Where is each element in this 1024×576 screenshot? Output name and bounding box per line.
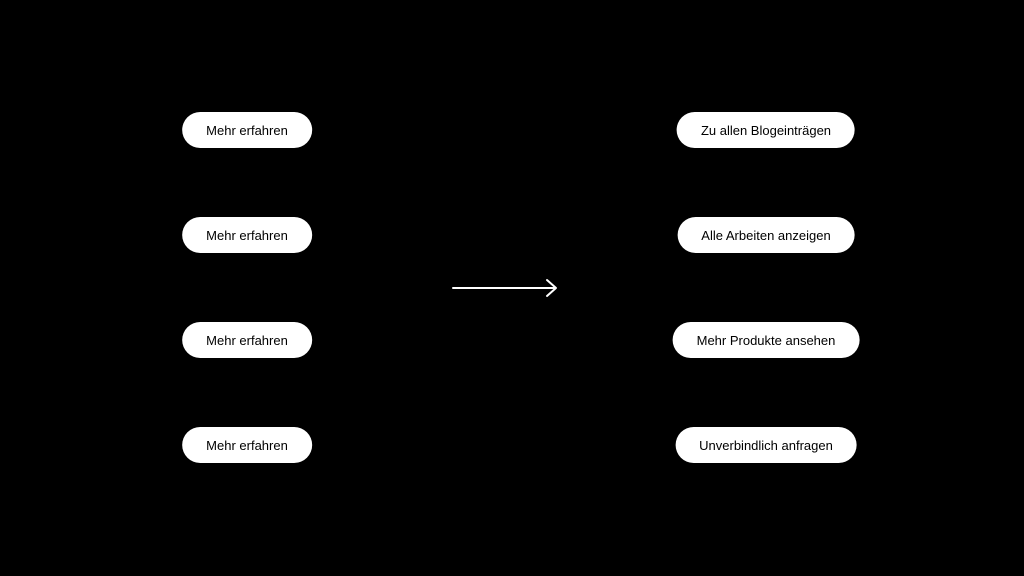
all-blog-posts-button[interactable]: Zu allen Blogeinträgen bbox=[676, 112, 856, 148]
all-works-button[interactable]: Alle Arbeiten anzeigen bbox=[677, 217, 855, 253]
before-buttons-column: Mehr erfahren Mehr erfahren Mehr erfahre… bbox=[182, 112, 312, 463]
inquiry-button[interactable]: Unverbindlich anfragen bbox=[675, 427, 857, 463]
before-button-3[interactable]: Mehr erfahren bbox=[182, 322, 312, 358]
after-buttons-column: Zu allen Blogeinträgen Alle Arbeiten anz… bbox=[672, 112, 860, 463]
before-button-1[interactable]: Mehr erfahren bbox=[182, 112, 312, 148]
arrow-right-icon bbox=[452, 279, 557, 297]
before-button-4[interactable]: Mehr erfahren bbox=[182, 427, 312, 463]
before-button-2[interactable]: Mehr erfahren bbox=[182, 217, 312, 253]
more-products-button[interactable]: Mehr Produkte ansehen bbox=[672, 322, 860, 358]
